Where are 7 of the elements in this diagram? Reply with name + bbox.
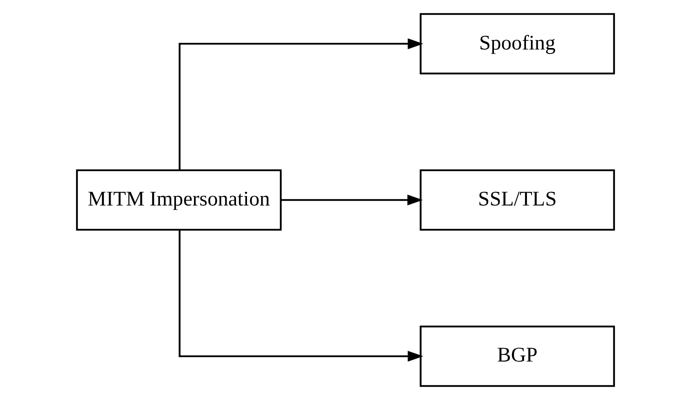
node-box: SSL/TLS xyxy=(419,169,614,231)
arrow xyxy=(178,230,423,362)
arrow xyxy=(178,38,423,170)
node-box: Spoofing xyxy=(419,13,614,74)
node-box: MITM Impersonation xyxy=(76,169,282,231)
arrow xyxy=(280,194,422,206)
node-box: BGP xyxy=(419,326,614,387)
